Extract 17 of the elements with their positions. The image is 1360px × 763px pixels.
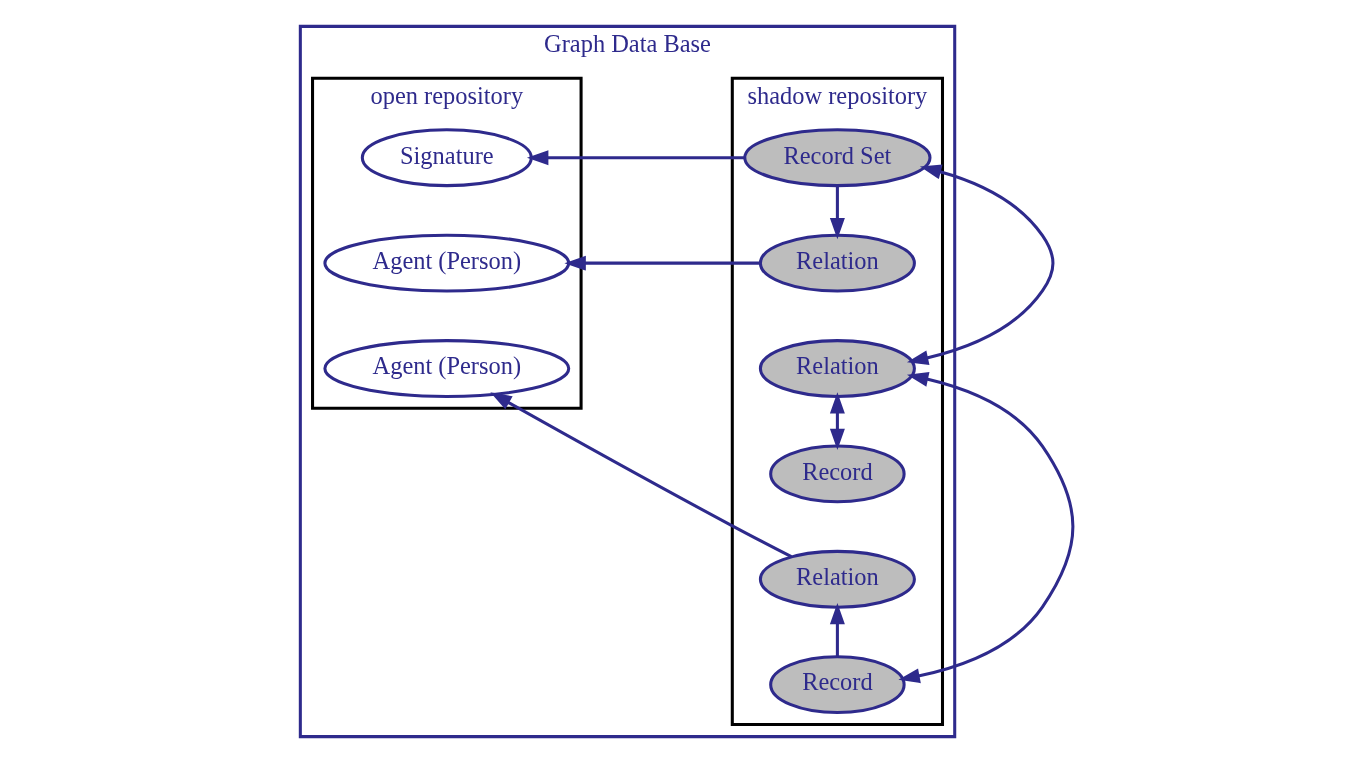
- arrow: [526, 150, 744, 166]
- arrow: [906, 164, 1054, 366]
- node-ellipse: Agent (Person): [322, 233, 570, 293]
- arrow: [829, 602, 845, 657]
- node-ellipse: Relation: [758, 339, 916, 398]
- node-ellipse: Record: [768, 655, 906, 715]
- node-ellipse: Relation: [758, 233, 916, 293]
- arrow: [829, 392, 845, 451]
- node-ellipse: Record Set: [742, 128, 931, 188]
- arrow: [897, 371, 1074, 684]
- node-ellipse: Relation: [758, 549, 916, 609]
- node-ellipse: Record: [768, 444, 906, 504]
- arrow: [563, 255, 761, 271]
- node-ellipse: Signature: [360, 128, 533, 188]
- arrow: [489, 392, 792, 559]
- node-ellipse: Agent (Person): [322, 339, 570, 398]
- arrow: [829, 186, 845, 240]
